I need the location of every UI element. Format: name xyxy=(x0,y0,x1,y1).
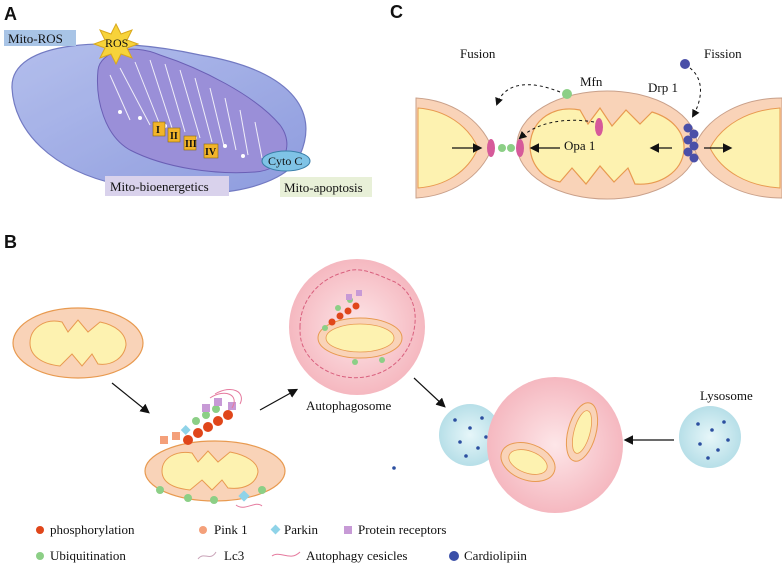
legend-protein-receptors-icon xyxy=(344,526,352,534)
stray-cardiolipin-dot xyxy=(392,466,396,470)
cyto-c-bubble xyxy=(261,150,311,172)
lysosome xyxy=(679,406,741,468)
lysosome-label: Lysosome xyxy=(700,388,753,403)
mito-apoptosis-label: Mito-apoptosis xyxy=(284,180,363,195)
legend: phosphorylation Pink 1 Parkin Protein re… xyxy=(36,522,527,563)
fission-label: Fission xyxy=(704,46,742,61)
complex-i-label: I xyxy=(156,125,160,136)
legend-autophagy-vesicles: Autophagy cesicles xyxy=(306,548,407,563)
complex-iii-label: III xyxy=(185,139,197,150)
panel-c-center-mito xyxy=(516,90,698,200)
complex-iv-label: IV xyxy=(205,147,217,158)
drp1-label: Drp 1 xyxy=(648,80,678,95)
autolysosome xyxy=(487,377,623,513)
mfn-label: Mfn xyxy=(580,74,603,89)
fusing-lysosome xyxy=(439,404,501,466)
mfn-icon xyxy=(562,89,572,99)
panel-a-mitochondrion xyxy=(11,43,307,195)
panel-b-healthy-mito xyxy=(12,307,144,379)
arrow-to-damaged xyxy=(111,382,150,414)
autophagosome-label: Autophagosome xyxy=(306,398,391,413)
mito-bioenergetics-box xyxy=(105,176,229,196)
legend-parkin-icon xyxy=(270,524,281,535)
fusion-label: Fusion xyxy=(460,46,496,61)
ros-burst-icon xyxy=(92,22,140,66)
opa1-icon xyxy=(595,118,603,136)
legend-phosphorylation-icon xyxy=(36,526,44,534)
complex-boxes xyxy=(152,121,219,159)
panel-label-a: A xyxy=(4,4,17,24)
autophagosome xyxy=(289,259,425,395)
legend-cardiolipin-icon xyxy=(449,551,459,561)
legend-pink1: Pink 1 xyxy=(214,522,248,537)
mito-ros-label: Mito-ROS xyxy=(8,31,63,46)
legend-pink1-icon xyxy=(199,526,207,534)
mito-bioenergetics-label: Mito-bioenergetics xyxy=(110,179,209,194)
complex-ii-label: II xyxy=(170,131,178,142)
panel-b-damaged-mito xyxy=(144,389,286,508)
legend-cardiolipin: Cardiolipiin xyxy=(464,548,527,563)
legend-ubiquitination-icon xyxy=(36,552,44,560)
legend-autophagy-vesicles-icon xyxy=(271,551,301,557)
legend-phosphorylation: phosphorylation xyxy=(50,522,135,537)
arrow-to-autophagosome xyxy=(259,388,299,411)
fusion-junction xyxy=(487,139,524,157)
drp1-icon xyxy=(680,59,690,69)
mito-apoptosis-box xyxy=(280,177,372,197)
legend-lc3-icon xyxy=(197,551,217,560)
panel-label-c: C xyxy=(390,2,403,22)
cyto-c-label: Cyto C xyxy=(268,154,302,168)
opa1-arrow xyxy=(518,119,595,140)
legend-lc3: Lc3 xyxy=(224,548,244,563)
fission-drp1-ring xyxy=(683,123,699,163)
opa1-label: Opa 1 xyxy=(564,138,595,153)
ros-label: ROS xyxy=(105,36,128,50)
arrow-to-fusion xyxy=(413,377,446,408)
legend-ubiquitination: Ubiquitination xyxy=(50,548,126,563)
mfn-arrow xyxy=(495,84,561,106)
legend-parkin: Parkin xyxy=(284,522,318,537)
mito-ros-box xyxy=(4,30,76,46)
legend-protein-receptors: Protein receptors xyxy=(358,522,446,537)
panel-label-b: B xyxy=(4,232,17,252)
drp1-arrow xyxy=(689,67,701,118)
panel-c-right-mito xyxy=(693,97,782,199)
